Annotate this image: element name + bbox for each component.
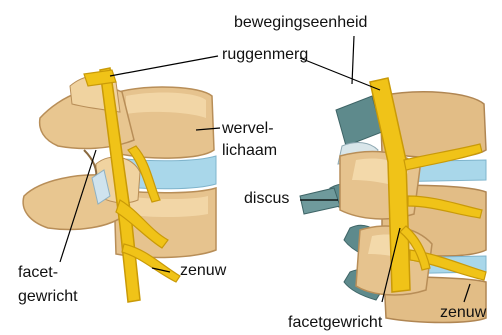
label-bewegingseenheid: bewegingseenheid: [234, 14, 367, 32]
leader-ruggenmerg-left: [110, 56, 218, 76]
label-discus: discus: [244, 190, 289, 208]
label-facet-line1: facet-: [18, 264, 58, 282]
label-zenuw-left: zenuw: [180, 262, 226, 280]
label-facet-line2: gewricht: [18, 288, 78, 306]
leader-bewegingseenheid: [352, 36, 354, 84]
leader-ruggenmerg-right: [300, 58, 380, 90]
label-lichaam: lichaam: [222, 142, 277, 160]
label-zenuw-right: zenuw: [440, 304, 486, 322]
label-facetgewricht: facetgewricht: [288, 314, 382, 332]
label-wervel: wervel-: [222, 120, 274, 138]
label-ruggenmerg: ruggenmerg: [222, 46, 308, 64]
